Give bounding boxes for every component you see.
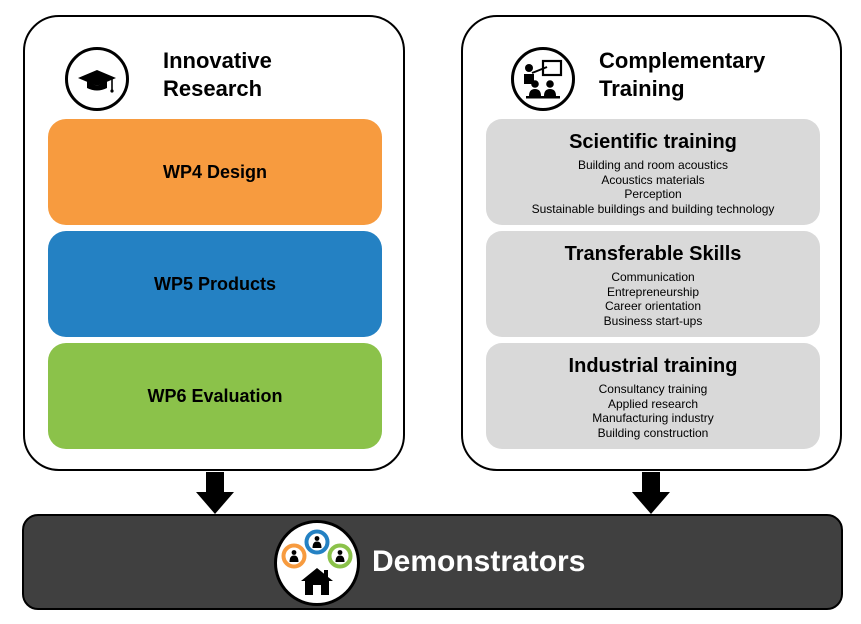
wp5-label: WP5 Products <box>153 273 277 294</box>
list-item: Career orientation <box>604 299 702 313</box>
list-item: Building and room acoustics <box>577 158 729 172</box>
industrial-training-list: Consultancy training Applied research Ma… <box>486 382 820 440</box>
scientific-training-box: Scientific training Building and room ac… <box>486 119 820 225</box>
complementary-training-panel: Complementary Training Scientific traini… <box>461 15 842 471</box>
list-item: Consultancy training <box>598 382 708 396</box>
list-item: Applied research <box>607 396 699 411</box>
graduation-cap-icon <box>65 47 129 111</box>
list-item: Sustainable buildings and building techn… <box>531 201 775 216</box>
list-item: Entrepreneurship <box>606 284 700 299</box>
research-title-line2: Research <box>163 76 263 101</box>
training-title-line1: Complementary <box>599 48 766 73</box>
list-item: Business start-ups <box>603 313 703 328</box>
demonstrators-bar: Demonstrators <box>22 514 843 610</box>
wp4-label: WP4 Design <box>162 161 268 182</box>
scientific-training-title: Scientific training <box>569 131 737 153</box>
research-title-line1: Innovative <box>163 48 272 73</box>
scientific-training-list: Building and room acoustics Acoustics ma… <box>486 158 820 216</box>
innovative-research-panel: Innovative Research WP4 Design WP5 Produ… <box>23 15 405 471</box>
industrial-training-title: Industrial training <box>568 355 738 377</box>
transferable-skills-title: Transferable Skills <box>564 243 742 265</box>
list-item: Acoustics materials <box>601 172 705 187</box>
training-title-line2: Training <box>599 76 685 101</box>
list-item: Perception <box>624 187 682 201</box>
list-item: Manufacturing industry <box>592 411 714 425</box>
house-with-people-icon <box>274 520 360 606</box>
list-item: Building construction <box>597 425 709 440</box>
transferable-skills-box: Transferable Skills Communication Entrep… <box>486 231 820 337</box>
teacher-students-icon <box>511 47 575 111</box>
transferable-skills-list: Communication Entrepreneurship Career or… <box>486 270 820 328</box>
training-title: Complementary Training <box>599 47 765 103</box>
list-item: Communication <box>611 270 695 284</box>
wp6-label: WP6 Evaluation <box>147 385 283 406</box>
demonstrators-label: Demonstrators <box>372 545 586 578</box>
wp6-evaluation-box: WP6 Evaluation <box>48 343 382 449</box>
research-title: Innovative Research <box>163 47 272 103</box>
wp5-products-box: WP5 Products <box>48 231 382 337</box>
wp4-design-box: WP4 Design <box>48 119 382 225</box>
industrial-training-box: Industrial training Consultancy training… <box>486 343 820 449</box>
